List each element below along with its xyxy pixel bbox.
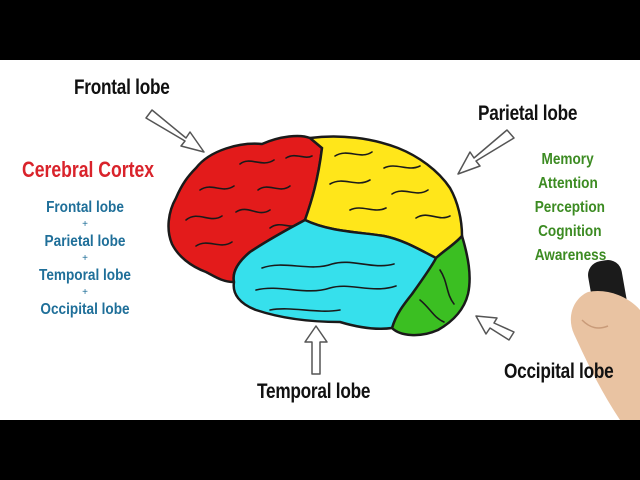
cortex-lobe-list: Frontal lobe + Parietal lobe + Temporal … [30,198,140,320]
top-letterbox [0,0,640,60]
cerebral-cortex-title: Cerebral Cortex [22,157,155,182]
plus-separator: + [82,287,88,298]
plus-separator: + [82,253,88,264]
plus-separator: + [82,219,88,230]
function-cognition: Cognition [538,223,602,240]
parietal-lobe-label: Parietal lobe [478,102,578,125]
function-perception: Perception [534,199,605,216]
frontal-lobe-label: Frontal lobe [74,76,170,99]
cortex-item-parietal: Parietal lobe [44,233,126,250]
function-attention: Attention [538,175,598,192]
arrows [145,109,515,375]
occipital-arrow-icon [475,315,515,341]
occipital-lobe-label: Occipital lobe [504,360,614,383]
temporal-lobe-label: Temporal lobe [257,380,371,403]
function-memory: Memory [541,151,594,168]
whiteboard-canvas: Frontal lobe Parietal lobe Temporal lobe… [0,60,640,420]
temporal-lobe-region [232,218,438,330]
parietal-arrow-icon [457,129,515,175]
hand-with-marker-icon [570,260,640,420]
cortex-item-temporal: Temporal lobe [39,267,131,284]
temporal-arrow-icon [304,325,328,375]
cortex-item-occipital: Occipital lobe [40,301,130,318]
brain-diagram [145,109,640,420]
frontal-arrow-icon [145,109,205,153]
cortex-functions-list: Memory Attention Perception Cognition Aw… [533,148,633,268]
brain-gyri-lines [185,151,455,323]
bottom-letterbox [0,420,640,480]
function-awareness: Awareness [534,247,607,264]
cortex-item-frontal: Frontal lobe [46,199,124,216]
